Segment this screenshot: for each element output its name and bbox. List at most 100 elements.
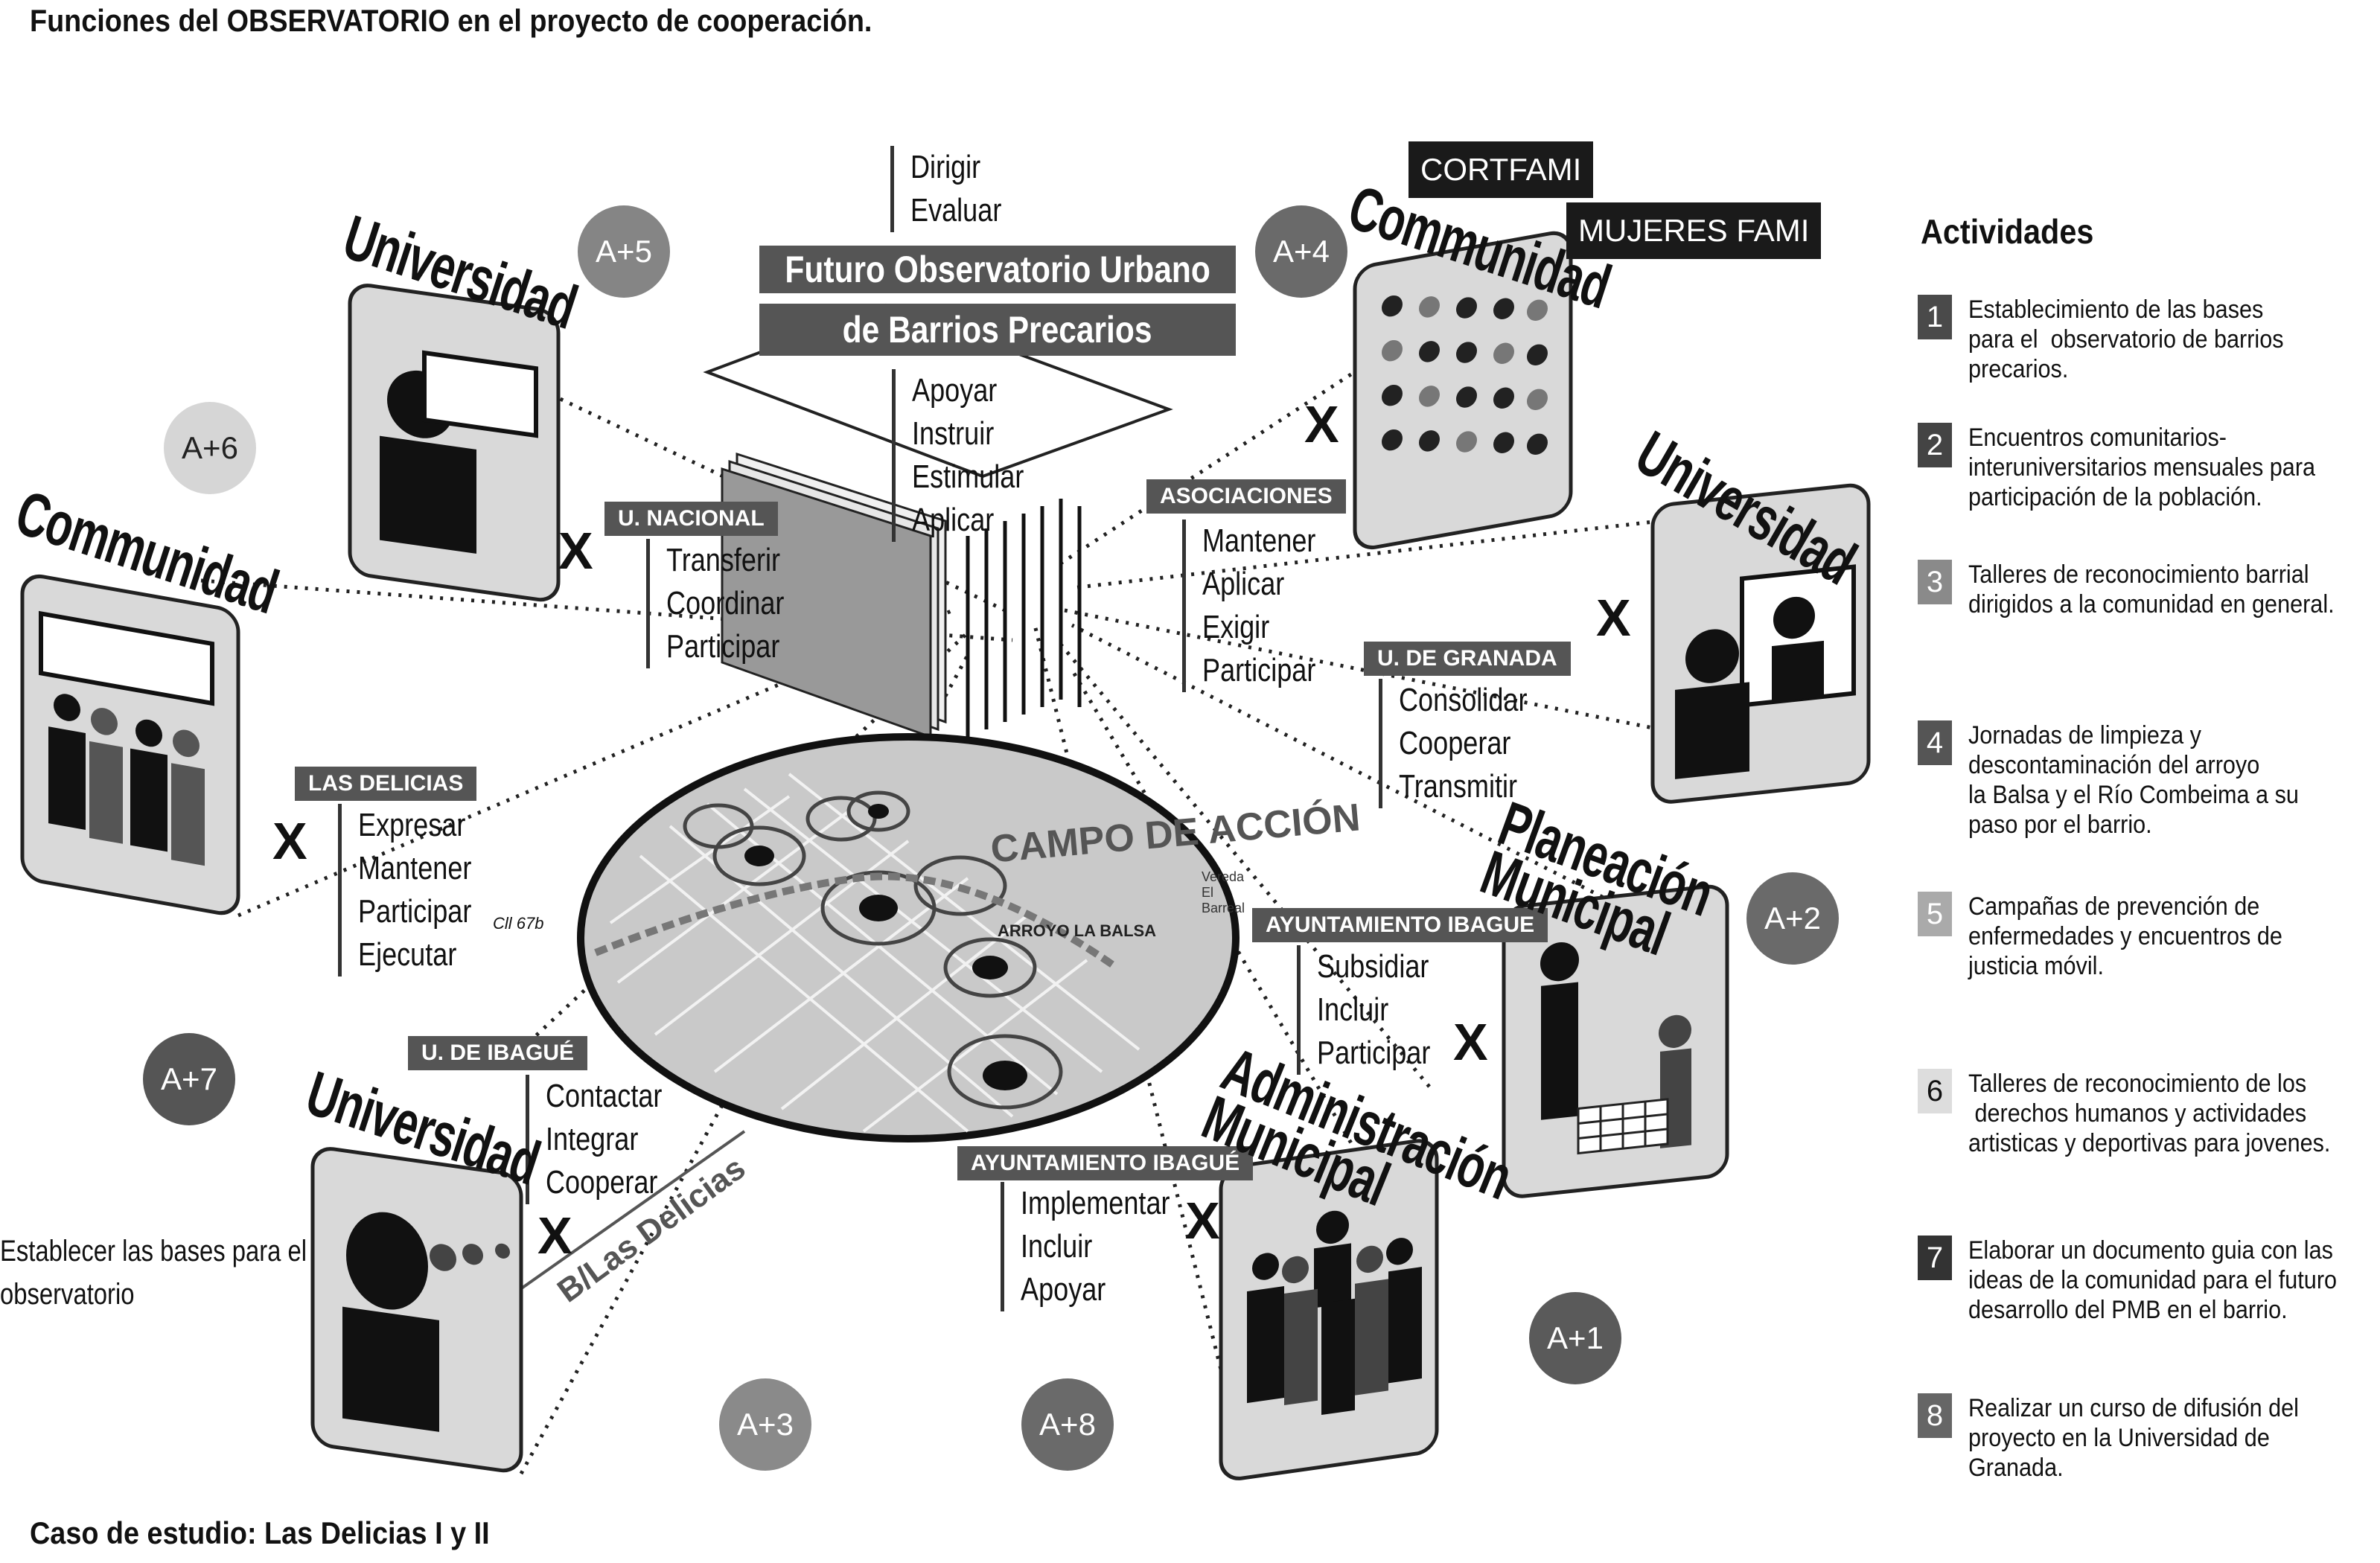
- verb: Evaluar: [910, 192, 1002, 228]
- activity-line: Campañas de prevención de: [1968, 892, 2260, 921]
- actor-u-granada: U. DE GRANADA: [1364, 642, 1571, 676]
- verb: Mantener: [1202, 522, 1316, 559]
- verb: Estimular: [912, 458, 1024, 495]
- actor-ayuntamiento-1: AYUNTAMIENTO IBAGUE: [1252, 908, 1548, 942]
- verb: Exigir: [1202, 609, 1270, 645]
- activity-line: proyecto en la Universidad de: [1968, 1424, 2270, 1452]
- activity-line: paso por el barrio.: [1968, 811, 2152, 839]
- actor-asociaciones: ASOCIACIONES: [1146, 479, 1346, 514]
- verb: Consolidar: [1399, 682, 1528, 718]
- map-cll: Cll 67b: [493, 914, 544, 933]
- verb: Cooperar: [1399, 725, 1511, 761]
- x-mark-u-ibague: X: [537, 1206, 572, 1265]
- verb: Apoyar: [912, 372, 998, 409]
- u-ibague-verbs: Contactar Integrar Cooperar: [526, 1075, 688, 1204]
- verb: Participar: [1202, 652, 1316, 688]
- activity-line: Establecimiento de las bases: [1968, 295, 2264, 324]
- badge-a3: A+3: [719, 1378, 811, 1471]
- left-note-line: Establecer las bases para el: [0, 1235, 307, 1268]
- activity-number: 7: [1918, 1236, 1952, 1280]
- verb: Incluir: [1317, 991, 1389, 1028]
- activity-line: justicia móvil.: [1968, 952, 2104, 980]
- actor-u-ibague: U. DE IBAGUÉ: [408, 1036, 588, 1070]
- ayuntamiento-1-verbs: Subsidiar Incluir Participar: [1297, 945, 1455, 1075]
- u-nacional-verbs: Transferir Coordinar Participar: [646, 539, 810, 668]
- panel-comunidad-l: [20, 574, 240, 915]
- badge-a6: A+6: [164, 402, 256, 494]
- left-note-line: observatorio: [0, 1278, 135, 1311]
- activity-number: 4: [1918, 720, 1952, 765]
- actor-las-delicias: LAS DELICIAS: [295, 767, 477, 801]
- activity-item: 2 Encuentros comunitarios-interuniversita…: [1918, 423, 2380, 512]
- activity-number: 6: [1918, 1069, 1952, 1113]
- badge-a1: A+1: [1529, 1292, 1621, 1384]
- verb: Participar: [666, 628, 780, 665]
- activities-title: Actividades: [1921, 212, 2094, 251]
- u-granada-verbs: Consolidar Cooperar Transmitir: [1379, 679, 1555, 808]
- activity-number: 3: [1918, 560, 1952, 604]
- panel-comunidad-tr: [1353, 231, 1573, 550]
- x-mark-las-delicias: X: [272, 812, 307, 870]
- case-study-caption: Caso de estudio: Las Delicias I y II: [30, 1515, 490, 1550]
- verb: Implementar: [1021, 1185, 1170, 1221]
- activity-line: desarrollo del PMB en el barrio.: [1968, 1296, 2288, 1324]
- observatory-title-1: Futuro Observatorio Urbano: [759, 246, 1236, 293]
- activity-line: Jornadas de limpieza y: [1968, 721, 2201, 749]
- panel-planeacion: [1502, 884, 1729, 1198]
- activity-line: ideas de la comunidad para el futuro: [1968, 1266, 2338, 1294]
- activity-line: derechos humanos y actividades: [1968, 1099, 2307, 1128]
- verb: Instruir: [912, 415, 995, 452]
- activity-line: Talleres de reconocimiento barrial: [1968, 560, 2309, 589]
- panel-universidad-r: [1650, 483, 1871, 804]
- las-delicias-verbs: Expresar Mantener Participar Ejecutar: [338, 804, 497, 977]
- activity-number: 5: [1918, 892, 1952, 936]
- activity-line: Realizar un curso de difusión del: [1968, 1394, 2299, 1422]
- activity-text: Encuentros comunitarios-interuniversitar…: [1968, 423, 2344, 512]
- action-field-map: [577, 733, 1240, 1142]
- activity-number: 1: [1918, 295, 1952, 339]
- verb: Incluir: [1021, 1228, 1093, 1265]
- verb: Contactar: [546, 1078, 663, 1114]
- activity-number: 2: [1918, 423, 1952, 467]
- badge-a5: A+5: [578, 205, 670, 298]
- x-mark-administracion: X: [1185, 1192, 1220, 1250]
- panel-universidad-tl: [348, 284, 561, 602]
- org-cortfami: CORTFAMI: [1408, 141, 1594, 198]
- org-mujeres-fami: MUJERES FAMI: [1566, 202, 1822, 259]
- verb: Coordinar: [666, 585, 785, 621]
- badge-a2: A+2: [1746, 872, 1839, 965]
- observatory-title-2-text: de Barrios Precarios: [843, 309, 1152, 351]
- observatory-verbs-top: Dirigir Evaluar: [890, 146, 1021, 232]
- verb: Transmitir: [1399, 768, 1518, 805]
- activity-line: dirigidos a la comunidad en general.: [1968, 590, 2335, 619]
- activity-line: Granada.: [1968, 1454, 2064, 1482]
- verb: Mantener: [358, 850, 472, 886]
- badge-a4: A+4: [1255, 205, 1347, 298]
- verb: Ejecutar: [358, 936, 457, 973]
- verb: Cooperar: [546, 1164, 658, 1201]
- badge-a8: A+8: [1021, 1378, 1114, 1471]
- activity-line: para el observatorio de barrios: [1968, 325, 2284, 354]
- activity-line: Talleres de reconocimiento de los: [1968, 1070, 2307, 1098]
- x-mark-u-nacional: X: [558, 522, 593, 580]
- asociaciones-verbs: Mantener Aplicar Exigir Participar: [1182, 520, 1341, 692]
- activity-line: Encuentros comunitarios-: [1968, 423, 2227, 452]
- activity-line: descontaminación del arroyo: [1968, 751, 2260, 779]
- activity-number: 8: [1918, 1393, 1952, 1438]
- activity-line: precarios.: [1968, 355, 2069, 383]
- activity-text: Talleres de reconocimiento de los derech…: [1968, 1069, 2344, 1158]
- verb: Aplicar: [912, 502, 995, 538]
- verb: Participar: [1317, 1035, 1431, 1071]
- verb: Dirigir: [910, 149, 981, 185]
- activity-line: participación de la población.: [1968, 483, 2262, 511]
- ayuntamiento-2-verbs: Implementar Incluir Apoyar: [1001, 1182, 1203, 1311]
